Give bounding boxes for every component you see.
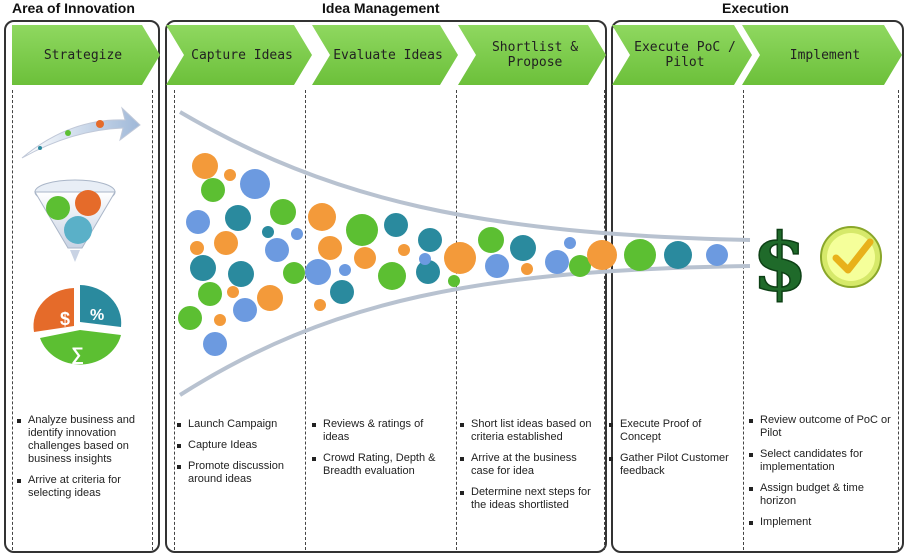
funnel-top-curve xyxy=(178,110,751,242)
divider xyxy=(174,90,175,550)
list-item: Promote discussion around ideas xyxy=(176,460,302,486)
funnel-icon xyxy=(34,179,116,262)
list-item: Assign budget & time horizon xyxy=(748,482,894,508)
list-item: Arrive at the business case for idea xyxy=(459,452,599,478)
strategize-bullets: Analyze business and identify innovation… xyxy=(16,414,150,508)
stage-implement: Implement xyxy=(742,25,902,85)
divider xyxy=(604,90,605,550)
idea-balls xyxy=(178,153,728,356)
execute-bullets: Execute Proof of Concept Gather Pilot Cu… xyxy=(608,418,742,486)
section-title-area: Area of Innovation xyxy=(12,0,135,16)
list-item: Gather Pilot Customer feedback xyxy=(608,452,742,478)
divider xyxy=(898,90,899,550)
divider xyxy=(743,90,744,550)
business-pie-icon: $ % ∑ xyxy=(33,285,122,365)
shortlist-bullets: Short list ideas based on criteria estab… xyxy=(459,418,599,520)
dollar-sign-glyph: $ xyxy=(752,215,808,309)
list-item: Launch Campaign xyxy=(176,418,302,431)
stage-capture-ideas: Capture Ideas xyxy=(166,25,312,85)
trend-arrow-icon xyxy=(21,106,141,159)
list-item: Execute Proof of Concept xyxy=(608,418,742,444)
pie-sigma-label: ∑ xyxy=(71,344,84,364)
pie-percent-label: % xyxy=(90,307,104,324)
section-title-idea: Idea Management xyxy=(322,0,440,16)
list-item: Reviews & ratings of ideas xyxy=(311,418,451,444)
list-item: Capture Ideas xyxy=(176,439,302,452)
list-item: Determine next steps for the ideas short… xyxy=(459,486,599,512)
list-item: Arrive at criteria for selecting ideas xyxy=(16,474,150,500)
capture-bullets: Launch Campaign Capture Ideas Promote di… xyxy=(176,418,302,494)
list-item: Analyze business and identify innovation… xyxy=(16,414,150,466)
list-item: Short list ideas based on criteria estab… xyxy=(459,418,599,444)
list-item: Select candidates for implementation xyxy=(748,448,894,474)
divider xyxy=(12,90,13,550)
stage-evaluate-ideas: Evaluate Ideas xyxy=(312,25,458,85)
funnel-bottom-curve xyxy=(178,264,751,397)
evaluate-bullets: Reviews & ratings of ideas Crowd Rating,… xyxy=(311,418,451,486)
stage-shortlist-propose: Shortlist & Propose xyxy=(458,25,606,85)
implement-bullets: Review outcome of PoC or Pilot Select ca… xyxy=(748,414,894,537)
check-badge-icon xyxy=(820,226,882,288)
list-item: Crowd Rating, Depth & Breadth evaluation xyxy=(311,452,451,478)
divider xyxy=(305,90,306,550)
divider xyxy=(456,90,457,550)
section-title-execution: Execution xyxy=(722,0,789,16)
divider xyxy=(152,90,153,550)
list-item: Implement xyxy=(748,516,894,529)
stage-execute-poc: Execute PoC / Pilot xyxy=(612,25,752,85)
stage-strategize: Strategize xyxy=(12,25,160,85)
dollar-sign-icon: $ xyxy=(751,214,808,310)
list-item: Review outcome of PoC or Pilot xyxy=(748,414,894,440)
pie-dollar-label: $ xyxy=(60,309,70,329)
